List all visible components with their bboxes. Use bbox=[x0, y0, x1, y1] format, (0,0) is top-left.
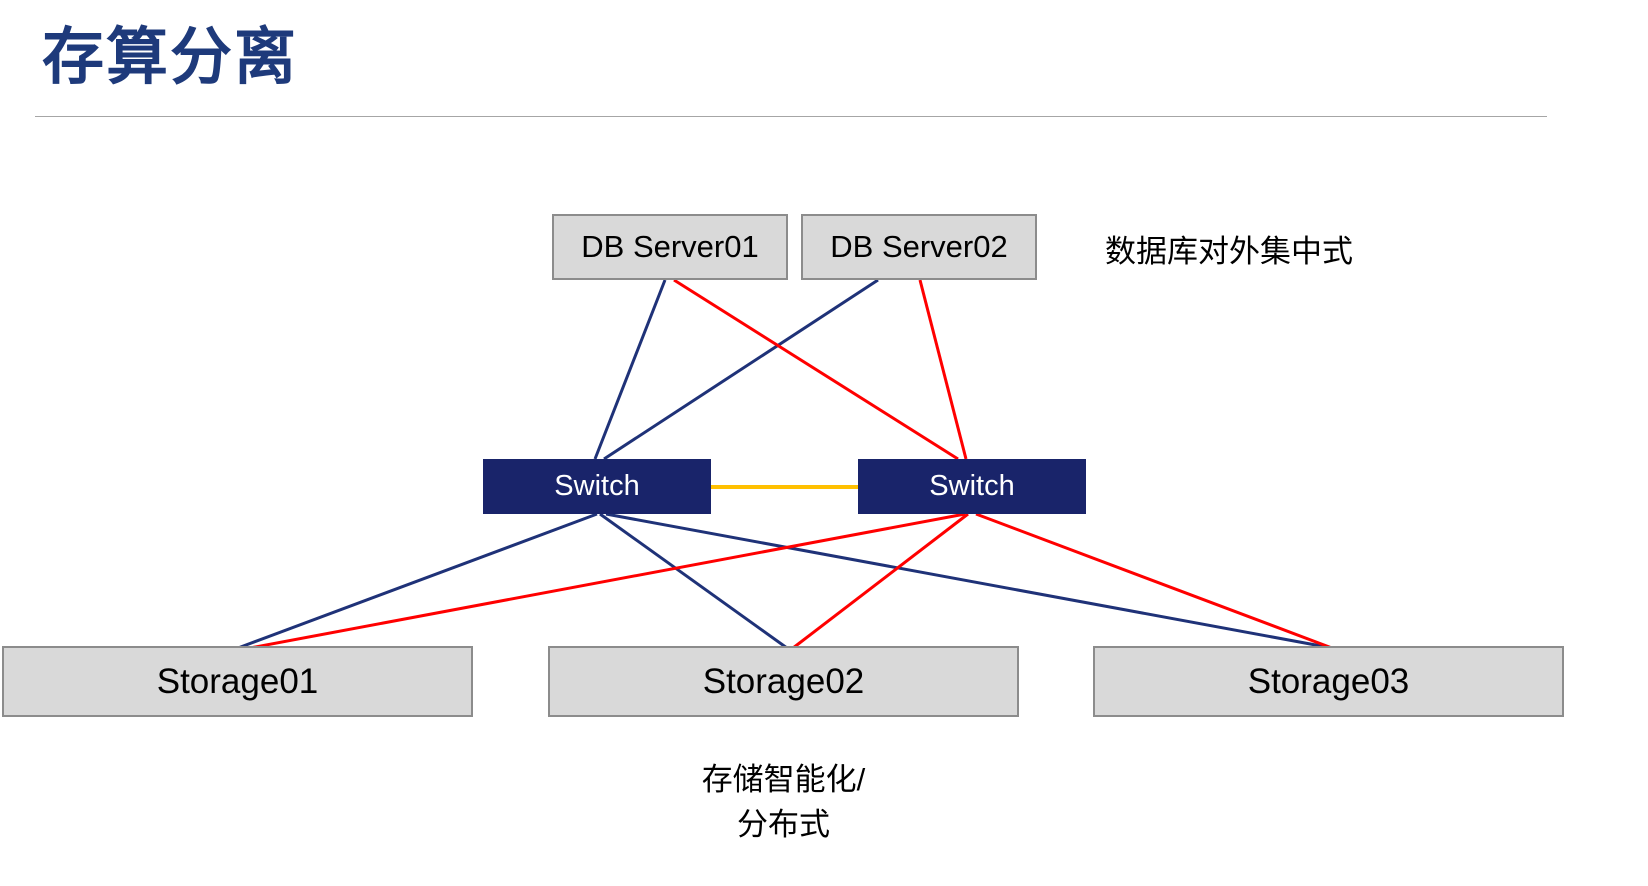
storage-01-label: Storage01 bbox=[156, 661, 319, 701]
edge-server01-switch2 bbox=[673, 278, 959, 461]
title-divider bbox=[35, 116, 1547, 117]
db-server-01-label: DB Server01 bbox=[581, 229, 759, 264]
page-title: 存算分离 bbox=[42, 23, 299, 92]
storage-03-label: Storage03 bbox=[1247, 661, 1410, 701]
edge-server02-switch1 bbox=[603, 278, 879, 461]
storage-02-node: Storage02 bbox=[548, 646, 1019, 717]
db-server-02-label: DB Server02 bbox=[830, 229, 1008, 264]
storage-tier-note-line2: 分布式 bbox=[737, 806, 830, 842]
db-server-02-node: DB Server02 bbox=[801, 214, 1037, 280]
edge-switch2-storage01 bbox=[249, 512, 966, 650]
edge-server01-switch1 bbox=[593, 279, 667, 460]
storage-tier-note-line1: 存储智能化/ bbox=[701, 762, 866, 797]
edge-switch2-storage02 bbox=[792, 512, 969, 650]
switch-left-label: Switch bbox=[554, 470, 640, 502]
server-tier-note: 数据库对外集中式 bbox=[1105, 234, 1353, 269]
storage-02-label: Storage02 bbox=[702, 661, 865, 701]
storage-01-node: Storage01 bbox=[2, 646, 473, 717]
edge-server02-switch2 bbox=[918, 279, 968, 460]
switch-right-node: Switch bbox=[858, 459, 1086, 514]
edge-switch1-storage03 bbox=[605, 512, 1333, 650]
switch-left-node: Switch bbox=[483, 459, 711, 514]
storage-tier-note: 存储智能化/ 分布式 bbox=[548, 758, 1019, 848]
edge-switch1-storage02 bbox=[599, 512, 788, 650]
switch-right-label: Switch bbox=[929, 470, 1015, 502]
db-server-01-node: DB Server01 bbox=[552, 214, 788, 280]
edge-switch1-storage01 bbox=[237, 512, 598, 650]
storage-03-node: Storage03 bbox=[1093, 646, 1564, 717]
edge-switch2-storage03 bbox=[975, 512, 1333, 650]
